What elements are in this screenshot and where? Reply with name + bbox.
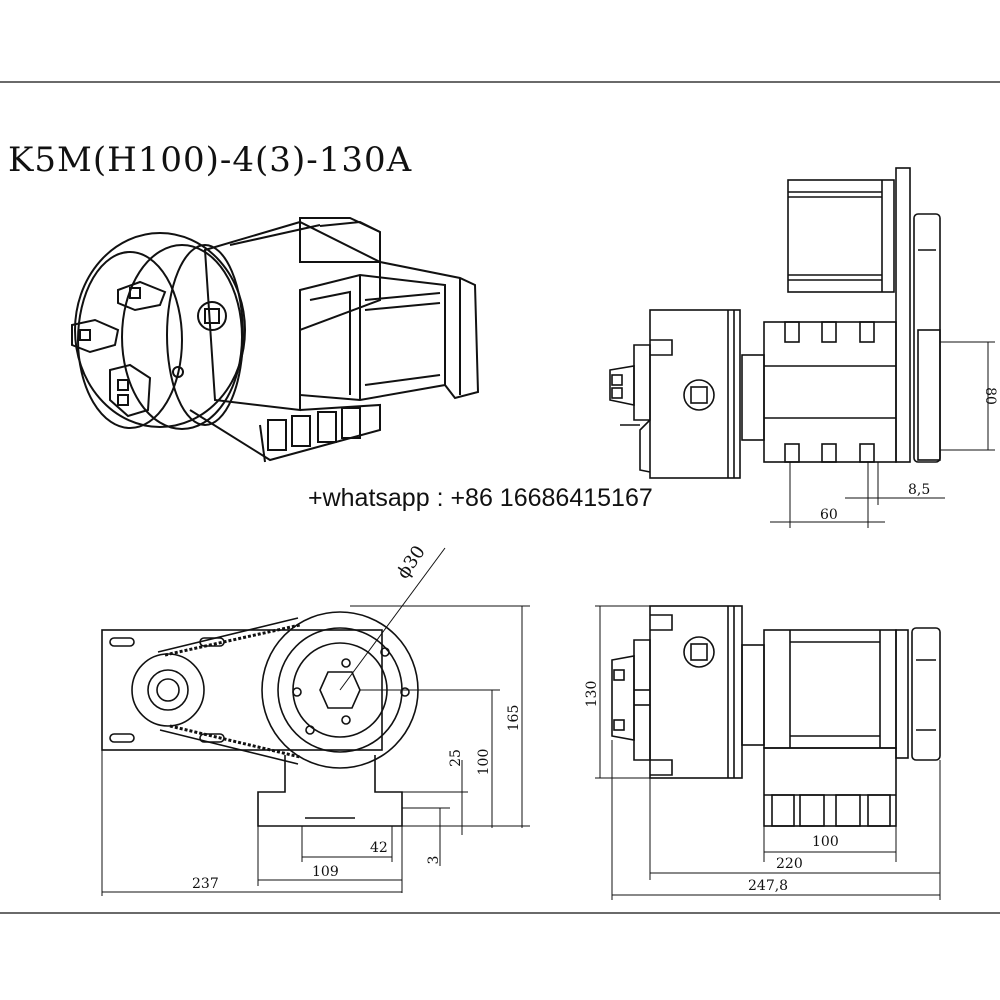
front-view — [101, 547, 530, 896]
dim-247-8: 247,8 — [748, 878, 788, 894]
dim-100-vertical: 100 — [476, 749, 492, 776]
dim-109: 109 — [312, 864, 339, 880]
contact-info: +whatsapp : +86 16686415167 — [308, 484, 653, 512]
dim-80: 80 — [982, 387, 998, 405]
dim-220: 220 — [776, 856, 803, 872]
dim-130: 130 — [584, 681, 600, 708]
dim-60: 60 — [820, 507, 838, 523]
dim-165: 165 — [506, 705, 522, 732]
dim-8-5: 8,5 — [908, 482, 930, 498]
dim-42: 42 — [370, 840, 388, 856]
dim-3: 3 — [426, 856, 442, 865]
dim-100-horizontal: 100 — [812, 834, 839, 850]
model-title: K5M(H100)-4(3)-130A — [8, 140, 413, 180]
isometric-view — [71, 217, 480, 463]
dim-25: 25 — [448, 749, 464, 767]
dim-237: 237 — [192, 876, 219, 892]
side-view — [595, 605, 941, 900]
top-right-view — [609, 167, 995, 528]
